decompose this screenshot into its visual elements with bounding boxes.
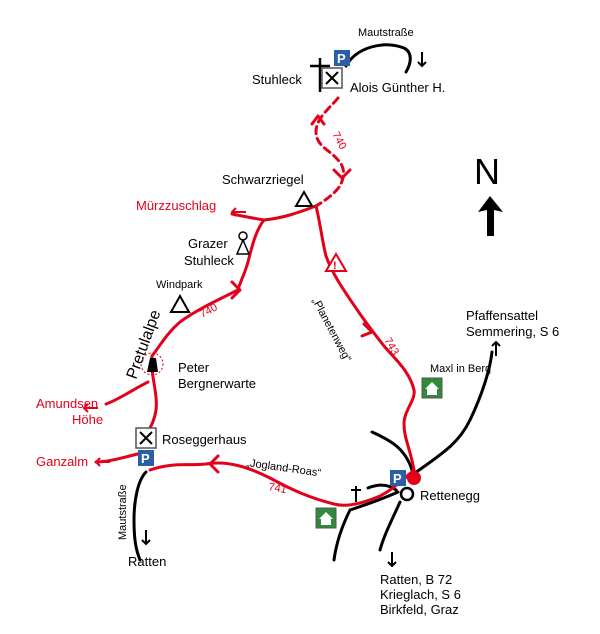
route-amundsen-branch	[104, 380, 150, 406]
route-741	[148, 461, 416, 507]
label-planetenweg: „Planetenweg“	[309, 296, 353, 365]
summit-triangle-icon-windpark	[169, 293, 191, 313]
label-ganzalm: Ganzalm	[36, 454, 88, 469]
compass-letter: N	[474, 151, 500, 192]
label-stuhleck2: Stuhleck	[184, 253, 234, 268]
label-bergnerwarte: Bergnerwarte	[178, 376, 256, 391]
hut-icon-jogland	[315, 507, 337, 529]
route-arrow-741	[208, 454, 220, 474]
roads	[132, 43, 494, 562]
label-ratten-b72: Ratten, B 72	[380, 572, 452, 587]
svg-text:P: P	[337, 51, 346, 66]
route-743	[314, 204, 416, 472]
parking-icon-rettenegg: P	[390, 470, 406, 486]
label-alois-guenther: Alois Günther H.	[350, 80, 445, 95]
label-schwarzriegel: Schwarzriegel	[222, 172, 304, 187]
svg-text:!: !	[333, 260, 337, 272]
route-arrow-740-down	[332, 168, 352, 180]
label-peter: Peter	[178, 360, 210, 375]
route-muerzzuschlag-branch	[230, 212, 266, 222]
restaurant-icon-alois	[321, 67, 343, 89]
label-stuhleck: Stuhleck	[252, 72, 302, 87]
arrow-muerzzuschlag	[230, 207, 246, 217]
label-windpark: Windpark	[156, 279, 203, 291]
svg-text:P: P	[141, 451, 150, 466]
label-route-740-top: 740	[329, 130, 348, 152]
summit-cross-icon-top	[310, 58, 330, 92]
route-arrow-743	[360, 322, 374, 338]
label-pretulalpe: Pretulalpe	[124, 308, 165, 382]
parking-icon-rosegger: P	[138, 450, 154, 466]
label-mautstrasse-left: Mautstraße	[117, 484, 129, 540]
label-amundsen: Amundsen	[36, 396, 98, 411]
village-icon-rettenegg	[399, 486, 415, 502]
road-west	[332, 490, 400, 562]
label-krieglach: Krieglach, S 6	[380, 587, 461, 602]
svg-text:P: P	[393, 471, 402, 486]
warning-icon: !	[324, 252, 348, 272]
road-pfaffensattel	[406, 350, 494, 480]
label-route-740-mid: 740	[198, 301, 220, 320]
toll-road-top	[344, 43, 412, 74]
label-roseggerhaus: Roseggerhaus	[162, 432, 247, 447]
north-compass: N	[474, 151, 503, 236]
label-maxl-in-berg: Maxl in Berg	[430, 363, 491, 375]
road-south	[378, 500, 402, 552]
label-hoehe: Höhe	[72, 412, 103, 427]
label-ratten-left: Ratten	[128, 554, 166, 569]
lookout-tower-icon	[140, 352, 164, 376]
label-route-741: 741	[267, 481, 287, 496]
route-740-ridge	[236, 204, 318, 292]
summit-triangle-icon-schwarzriegel	[294, 189, 314, 207]
label-grazer: Grazer	[188, 236, 228, 251]
toll-road-ratten	[132, 470, 148, 562]
arrow-toll-top	[417, 52, 427, 68]
label-mautstrasse-top: Mautstraße	[358, 27, 414, 39]
label-semmering: Semmering, S 6	[466, 324, 559, 339]
exit-arrows-red	[82, 207, 246, 467]
exit-arrows-black	[141, 52, 501, 568]
label-muerzzuschlag: Mürzzuschlag	[136, 198, 216, 213]
route-arrow-740-mid	[230, 280, 242, 300]
arrow-ratten-left	[141, 530, 151, 546]
label-rettenegg: Rettenegg	[420, 488, 480, 503]
arrow-pfaffensattel	[491, 340, 501, 356]
label-pfaffensattel: Pfaffensattel	[466, 308, 538, 323]
route-740-down	[150, 288, 240, 358]
parking-icon-top: P	[334, 50, 350, 66]
summit-icon-grazer-stuhleck	[235, 231, 251, 255]
arrow-ratten-bottom	[387, 552, 397, 568]
wayside-cross-icon	[351, 486, 361, 502]
arrow-amundsen	[82, 403, 98, 413]
label-birkfeld: Birkfeld, Graz	[380, 602, 459, 617]
arrow-ganzalm	[94, 457, 110, 467]
route-start-point	[407, 471, 421, 485]
road-maxl	[370, 430, 414, 472]
route-740-dashed	[314, 96, 345, 208]
hut-icon-maxl	[421, 377, 443, 399]
route-arrow-740-up	[310, 114, 326, 126]
north-arrow-icon	[478, 196, 503, 236]
label-jogland-roas: „Jogland-Roas“	[246, 457, 322, 479]
restaurant-icon-rosegger	[135, 427, 157, 449]
label-route-743: 743	[381, 336, 401, 358]
